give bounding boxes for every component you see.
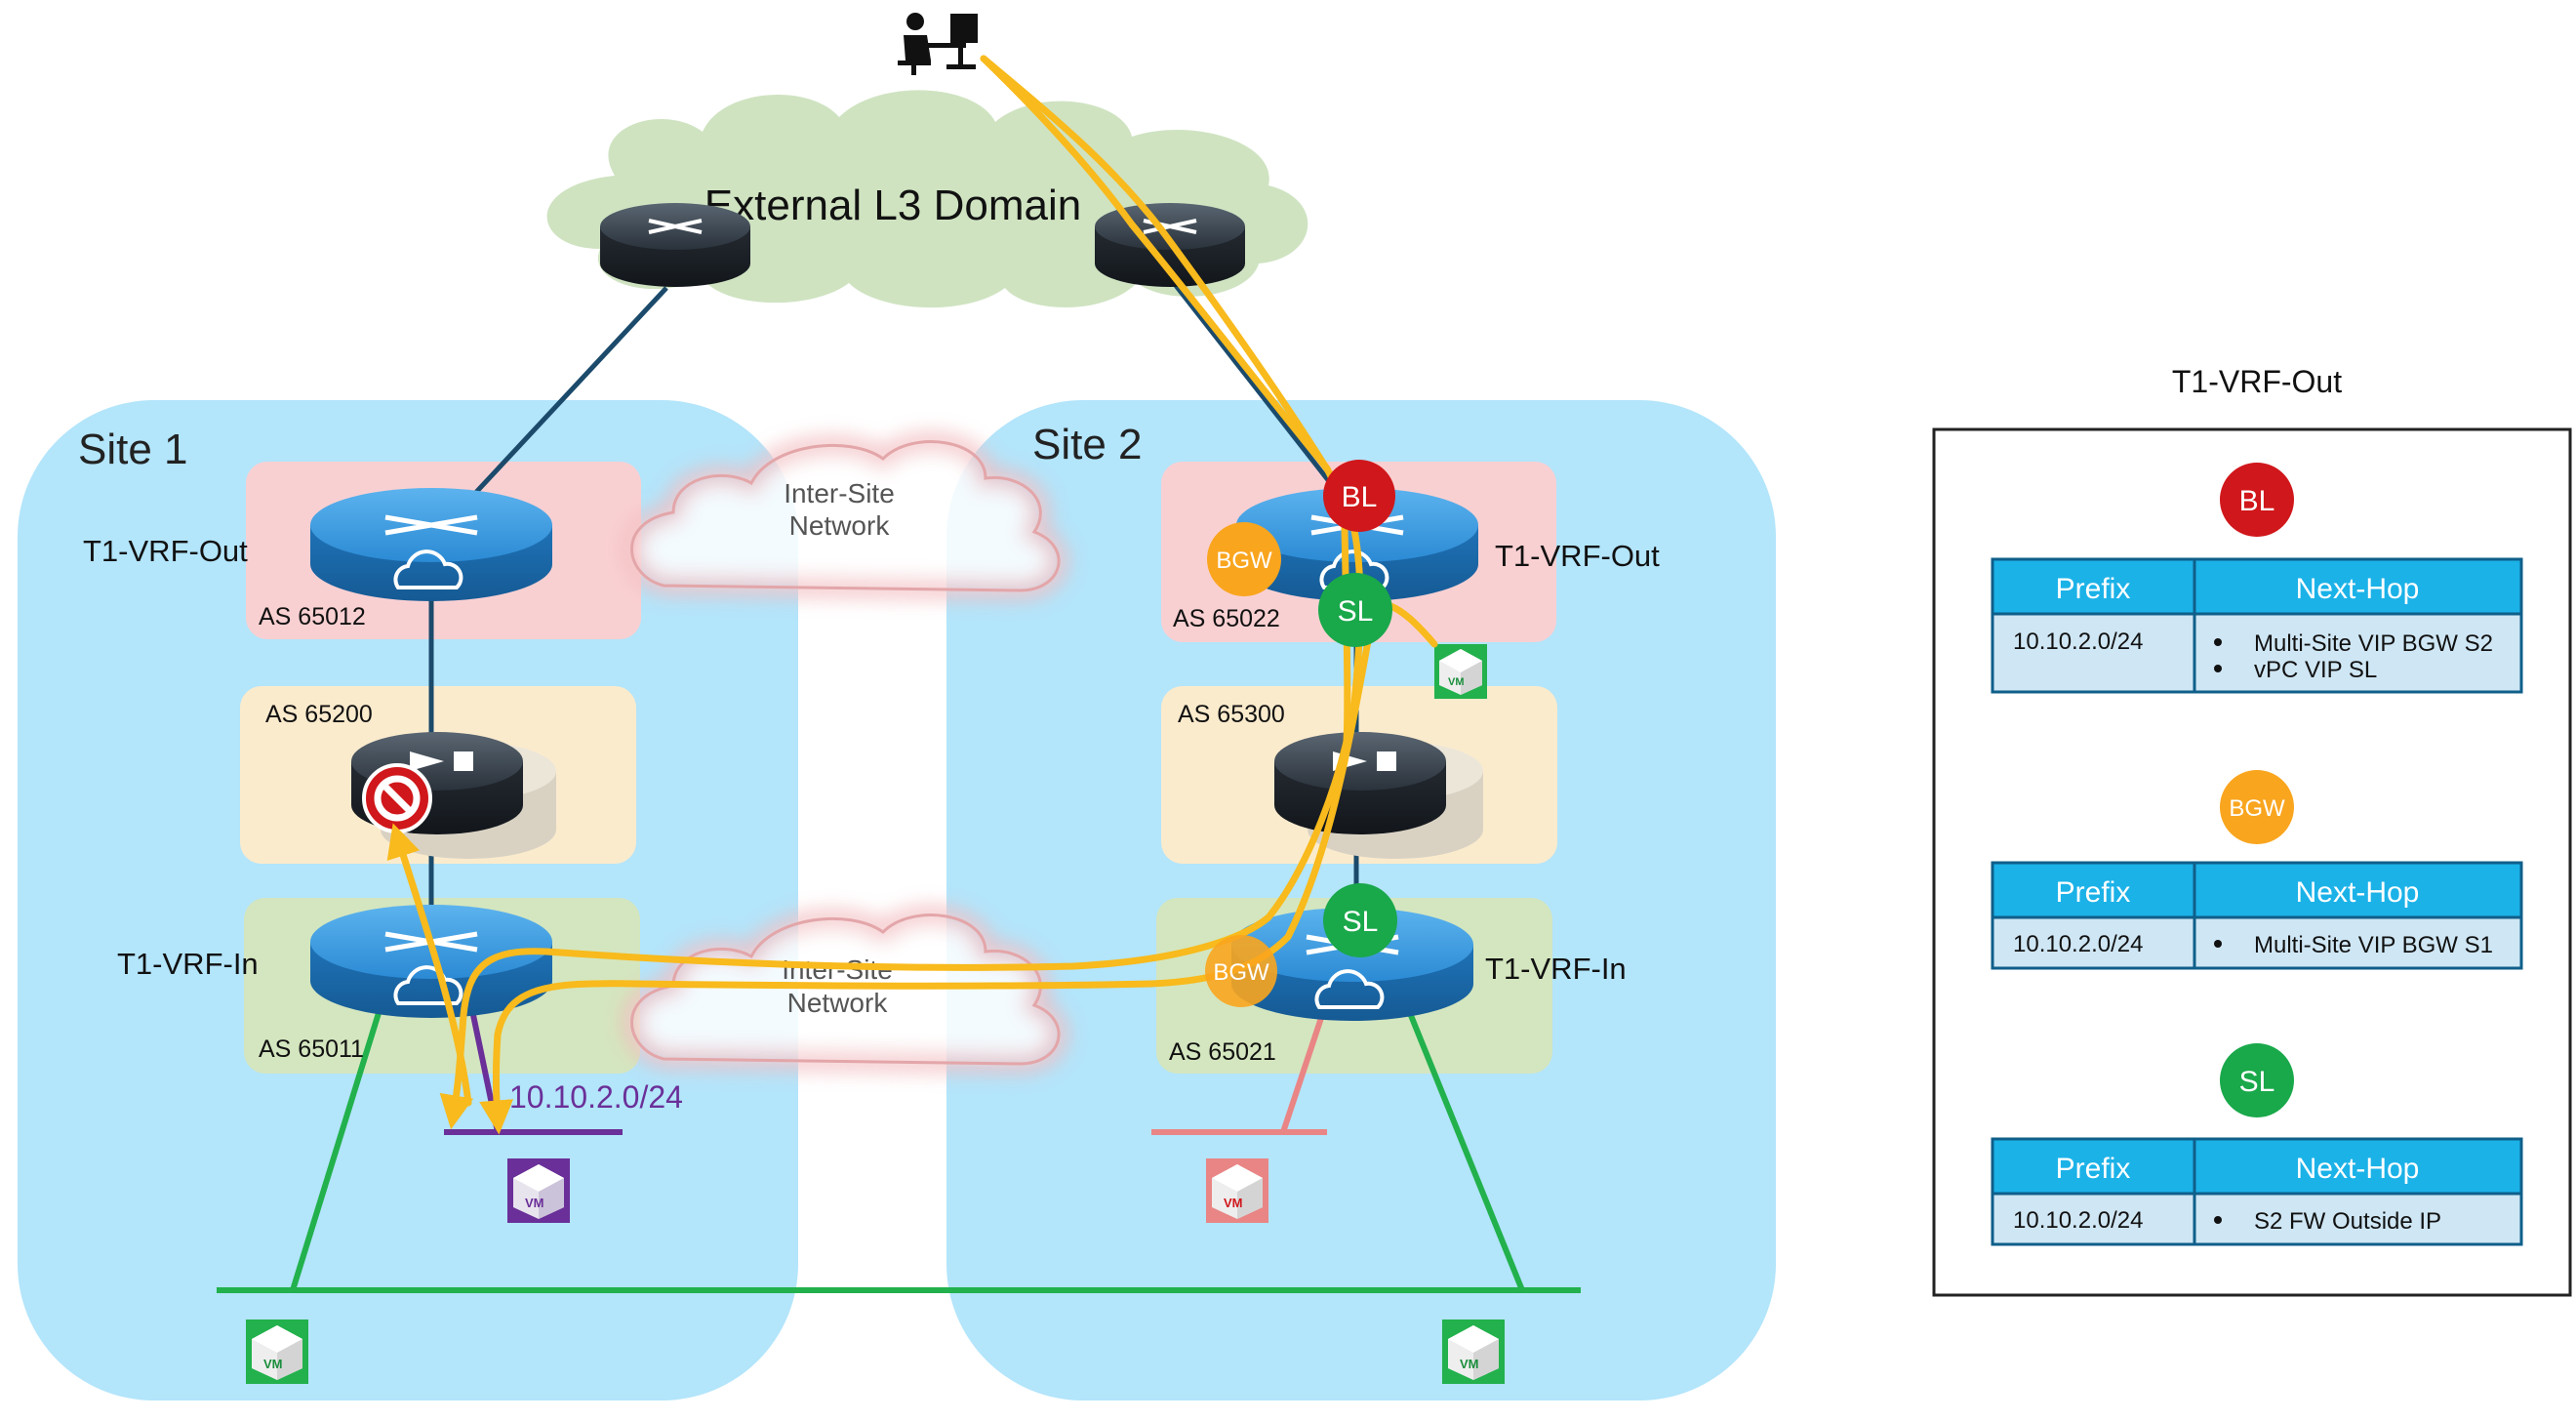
svg-text:BGW: BGW xyxy=(1216,548,1272,574)
inter-site-label-bottom-2: Network xyxy=(787,988,889,1018)
site2-firewall xyxy=(1274,732,1483,859)
svg-text:BGW: BGW xyxy=(1213,959,1269,986)
inter-site-cloud-top: Inter-Site Network xyxy=(623,432,1067,600)
svg-text:BGW: BGW xyxy=(2229,795,2285,822)
vm-site2-stretched: VM xyxy=(1442,1320,1505,1384)
vm-site2-service-leaf: VM xyxy=(1434,644,1487,699)
svg-text:VM: VM xyxy=(1460,1357,1479,1371)
site2-vrf-in-label: T1-VRF-In xyxy=(1485,952,1627,986)
site1-vrf-out-as: AS 65012 xyxy=(259,603,366,630)
site2-title: Site 2 xyxy=(1032,421,1143,468)
site1-subnet-label: 10.10.2.0/24 xyxy=(509,1079,683,1115)
bl-badge-site2: BL xyxy=(1323,460,1395,532)
user-workstation-icon xyxy=(898,13,978,75)
svg-text:VM: VM xyxy=(1224,1196,1243,1210)
site1-segment-drop-left xyxy=(290,1012,382,1291)
site2-segment-link xyxy=(1280,1014,1325,1133)
table-bgw-header-nexthop: Next-Hop xyxy=(2296,876,2420,909)
site1-vrf-out-router xyxy=(310,488,552,601)
table-bl-prefix: 10.10.2.0/24 xyxy=(2013,629,2143,655)
inter-site-label-top-1: Inter-Site xyxy=(784,478,895,508)
table-sl-prefix: 10.10.2.0/24 xyxy=(2013,1207,2143,1234)
site2-vrf-in-as: AS 65021 xyxy=(1169,1038,1276,1066)
table-bl-nexthop-1: Multi-Site VIP BGW S2 xyxy=(2254,630,2493,657)
bgw-badge-table xyxy=(2220,770,2294,844)
bgw-badge-site2-out: BGW xyxy=(1207,522,1281,596)
site2-segment-drop-right xyxy=(1407,1011,1525,1292)
external-l3-title: External L3 Domain xyxy=(704,182,1081,229)
link-ext1-site1 xyxy=(464,286,668,505)
svg-text:SL: SL xyxy=(1338,595,1374,628)
sl-badge-site2-in: SL xyxy=(1323,883,1397,957)
routing-table-bl: BL Prefix Next-Hop 10.10.2.0/24 Multi-Si… xyxy=(1991,463,2523,694)
blocked-icon xyxy=(362,763,432,833)
svg-text:VM: VM xyxy=(1448,676,1465,688)
site1-vrf-in-as: AS 65011 xyxy=(259,1035,364,1063)
link-ext2-site2 xyxy=(1172,281,1334,487)
vm-site1-subnet: VM xyxy=(507,1158,570,1223)
bgw-badge-site2-in: BGW xyxy=(1205,935,1277,1007)
vm-site2-segment: VM xyxy=(1206,1158,1268,1223)
external-router-2 xyxy=(1095,203,1245,287)
svg-text:SL: SL xyxy=(2239,1066,2275,1098)
site1-fw-as: AS 65200 xyxy=(265,701,373,728)
site1-vrf-out-label: T1-VRF-Out xyxy=(83,534,248,568)
routing-panel-title: T1-VRF-Out xyxy=(2172,364,2342,399)
table-sl-header-prefix: Prefix xyxy=(2056,1153,2131,1185)
site2-vrf-out-as: AS 65022 xyxy=(1173,605,1280,632)
site1-title: Site 1 xyxy=(78,426,188,473)
svg-text:BL: BL xyxy=(2239,485,2275,517)
routing-table-bgw: BGW Prefix Next-Hop 10.10.2.0/24 Multi-S… xyxy=(1991,770,2523,970)
svg-text:BL: BL xyxy=(1342,481,1378,513)
svg-text:VM: VM xyxy=(263,1357,283,1371)
routing-table-panel: T1-VRF-Out BL Prefix Next-Hop 10.10.2.0/… xyxy=(1932,364,2572,1297)
inter-site-label-top-2: Network xyxy=(789,510,891,541)
table-bgw-header-prefix: Prefix xyxy=(2056,876,2131,909)
routing-table-sl: SL Prefix Next-Hop 10.10.2.0/24 S2 FW Ou… xyxy=(1991,1043,2523,1246)
sl-badge-site2-out: SL xyxy=(1318,573,1392,647)
vm-site1-stretched: VM xyxy=(246,1320,308,1384)
svg-text:VM: VM xyxy=(525,1196,544,1210)
table-bl-header-prefix: Prefix xyxy=(2056,573,2131,605)
site1-vrf-in-label: T1-VRF-In xyxy=(117,947,259,981)
table-bl-header-nexthop: Next-Hop xyxy=(2296,573,2420,605)
table-bgw-prefix: 10.10.2.0/24 xyxy=(2013,931,2143,957)
sl-badge-table xyxy=(2220,1043,2294,1117)
bl-badge-table xyxy=(2220,463,2294,537)
site2-vrf-out-label: T1-VRF-Out xyxy=(1495,539,1660,573)
table-sl-header-nexthop: Next-Hop xyxy=(2296,1153,2420,1185)
table-bl-nexthop-2: vPC VIP SL xyxy=(2254,657,2377,683)
table-bgw-nexthop-1: Multi-Site VIP BGW S1 xyxy=(2254,932,2493,958)
site2-fw-as: AS 65300 xyxy=(1178,701,1285,728)
external-router-1 xyxy=(600,203,750,287)
table-sl-nexthop-1: S2 FW Outside IP xyxy=(2254,1208,2441,1235)
svg-text:SL: SL xyxy=(1343,906,1379,938)
